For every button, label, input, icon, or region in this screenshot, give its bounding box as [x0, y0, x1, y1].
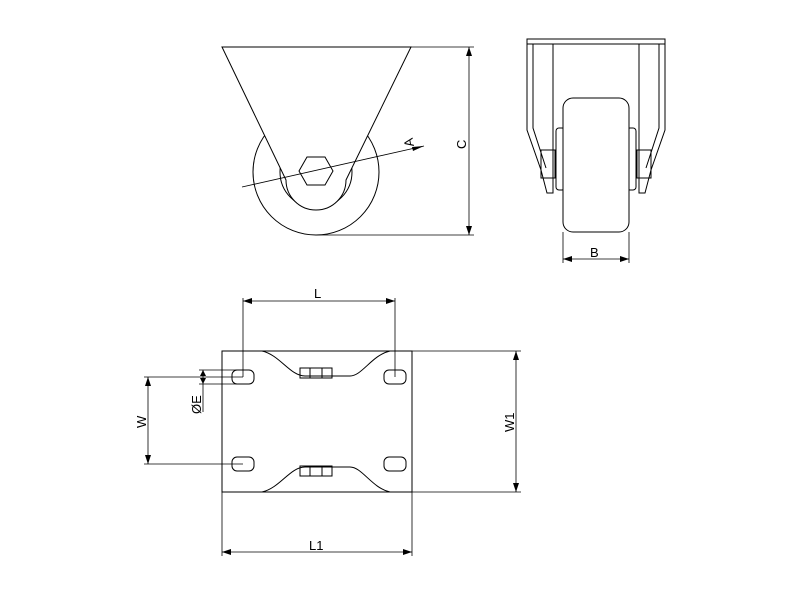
top-bracket-upper-edge	[222, 350, 412, 377]
top-view: L L1 W1 W ØE	[134, 286, 521, 556]
dimension-l-arrow-right	[386, 298, 395, 304]
dimension-c-arrow-top	[466, 47, 472, 56]
dimension-a-line	[241, 145, 425, 188]
front-right-leg-inner	[645, 44, 660, 169]
dimension-w-label: W	[134, 415, 149, 428]
dimension-b-arrow-left	[563, 256, 572, 262]
dimension-l-label: L	[314, 286, 321, 301]
axle-nut	[298, 156, 334, 186]
dimension-w-arrow-bottom	[145, 455, 151, 464]
front-wheel	[562, 97, 630, 233]
front-view: B	[526, 38, 666, 263]
front-right-boss	[636, 149, 652, 179]
dimension-b-label: B	[590, 245, 599, 260]
top-bracket-lower-edge	[222, 466, 412, 493]
front-left-boss	[540, 149, 556, 179]
dimension-w-arrow-top	[145, 377, 151, 386]
front-left-leg-inner	[532, 44, 547, 169]
top-axle-nut-upper	[299, 367, 333, 379]
dimension-l1-arrow-right	[403, 549, 412, 555]
front-right-leg-outer	[638, 44, 666, 194]
dimension-w1-arrow-bottom	[513, 483, 519, 492]
front-top-plate	[526, 38, 666, 45]
dimension-a-arrow	[412, 146, 424, 151]
dimension-l-arrow-left	[243, 298, 252, 304]
side-view: A C	[221, 46, 474, 236]
bolt-slot-bottom-right	[383, 456, 407, 472]
dimension-c-arrow-bottom	[466, 226, 472, 235]
dimension-w1-label: W1	[502, 413, 517, 433]
side-bracket	[221, 46, 412, 211]
dimension-e-arrow-top	[200, 370, 206, 376]
dimension-a-label: A	[401, 137, 417, 148]
dimension-c-label: C	[454, 140, 469, 149]
front-left-leg-outer	[526, 44, 554, 194]
dimension-l1-label: L1	[309, 538, 323, 553]
dimension-e-label: ØE	[189, 395, 204, 414]
top-plate	[221, 350, 413, 493]
dimension-w1-arrow-top	[513, 351, 519, 360]
dimension-l1-arrow-left	[222, 549, 231, 555]
dimension-e-arrow-bottom	[200, 378, 206, 384]
top-axle-nut-lower	[299, 465, 333, 477]
dimension-b-arrow-right	[620, 256, 629, 262]
